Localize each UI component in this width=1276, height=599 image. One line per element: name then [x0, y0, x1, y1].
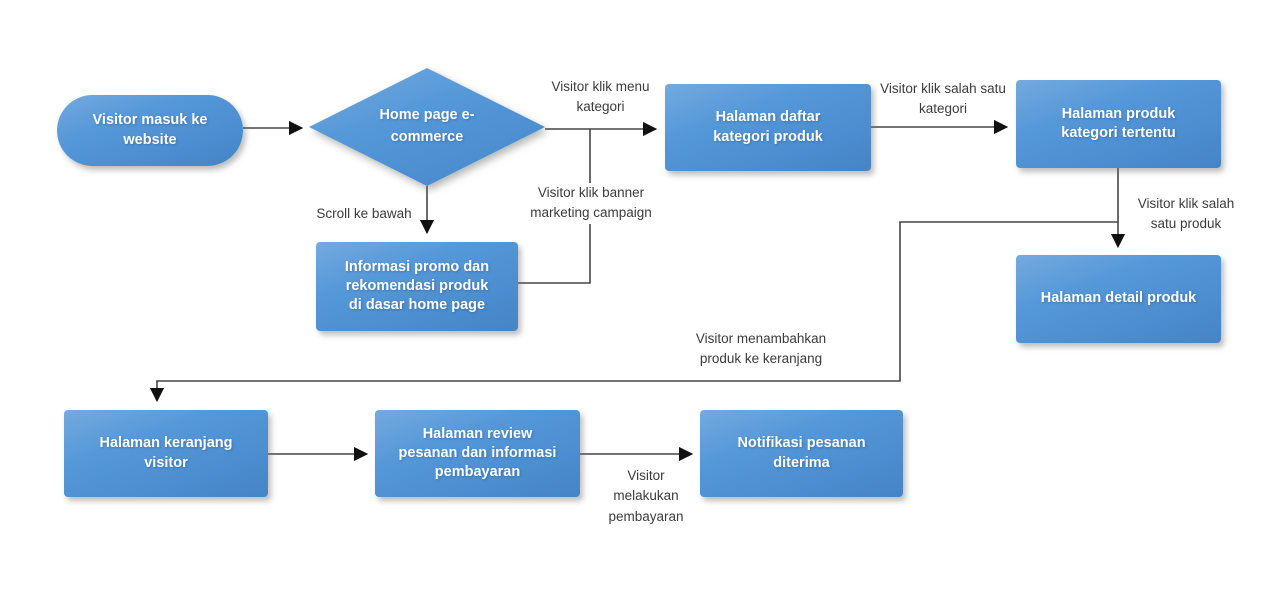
node-label: Halaman detail produk	[1040, 290, 1197, 307]
edge-detail-keranjang	[149, 221, 1118, 403]
node-halaman-daftar-kategori: Halaman daftar kategori produk	[665, 84, 871, 171]
edge-label-klik-salah-satu-kategori: Visitor klik salah satu kategori	[878, 79, 1008, 120]
edge-promo-banner-branch	[518, 129, 591, 284]
node-label: Halaman keranjang visitor	[99, 435, 233, 471]
node-label: Informasi promo dan rekomendasi produk d…	[344, 258, 490, 314]
edge-label-menambahkan-produk: Visitor menambahkan produk ke keranjang	[686, 329, 836, 370]
node-label: Visitor masuk ke website	[92, 112, 208, 148]
node-informasi-promo: Informasi promo dan rekomendasi produk d…	[316, 242, 518, 331]
edge-label-scroll-ke-bawah: Scroll ke bawah	[310, 204, 418, 225]
edge-label-klik-salah-satu-produk: Visitor klik salah satu produk	[1126, 194, 1246, 235]
node-halaman-review: Halaman review pesanan dan informasi pem…	[375, 410, 580, 497]
node-label: Halaman daftar kategori produk	[713, 109, 823, 145]
node-visitor-masuk: Visitor masuk ke website	[57, 95, 243, 166]
edge-label-klik-banner-marketing: Visitor klik banner marketing campaign	[525, 183, 657, 224]
node-halaman-produk-kategori: Halaman produk kategori tertentu	[1016, 80, 1221, 168]
node-label: Halaman produk kategori tertentu	[1061, 105, 1176, 141]
node-notifikasi-pesanan: Notifikasi pesanan diterima	[700, 410, 903, 497]
diamond-shape: Home page e-commerce	[309, 68, 545, 186]
edge-label-melakukan-pembayaran: Visitor melakukan pembayaran	[596, 466, 696, 527]
node-label: Home page e-commerce	[379, 107, 475, 145]
edge-label-klik-menu-kategori: Visitor klik menu kategori	[543, 77, 658, 118]
node-halaman-keranjang: Halaman keranjang visitor	[64, 410, 268, 497]
node-label: Halaman review pesanan dan informasi pem…	[398, 425, 557, 481]
node-home-page-decision: Home page e-commerce	[309, 68, 545, 186]
node-halaman-detail-produk: Halaman detail produk	[1016, 255, 1221, 343]
node-label: Notifikasi pesanan diterima	[737, 435, 866, 471]
